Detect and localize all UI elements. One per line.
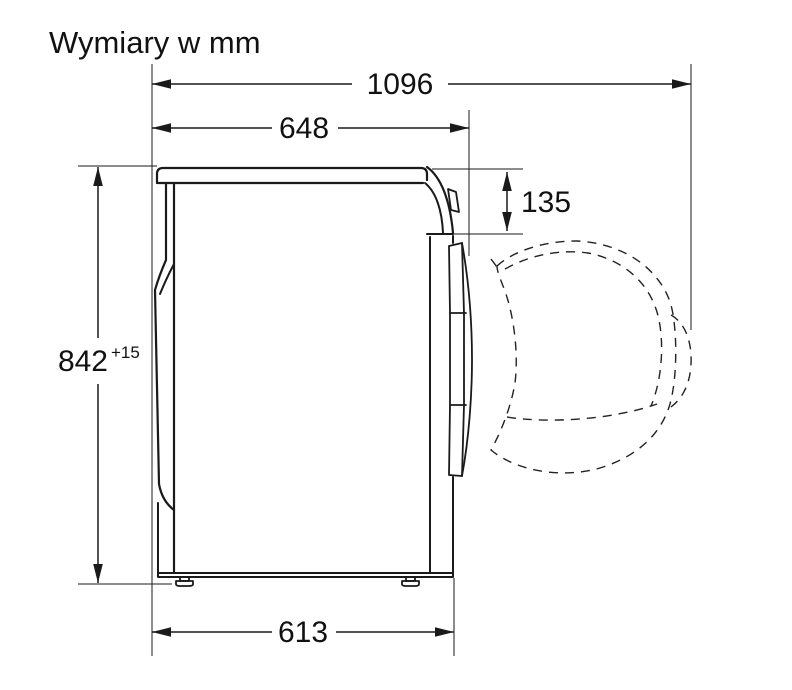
door-profile	[448, 242, 473, 477]
open-door-hinge-notch	[490, 258, 498, 268]
foot-left-base	[175, 580, 194, 587]
open-door-outer-rim	[490, 240, 677, 474]
arrow-842-top	[93, 167, 103, 186]
arrow-135-top	[502, 172, 512, 191]
arrow-1096-right	[672, 79, 691, 89]
appliance-rear-bulge-outer	[153, 181, 176, 512]
open-door-inner-edge-chord	[506, 403, 658, 421]
open-door-handle	[670, 314, 692, 408]
open-door-inner-rim	[504, 251, 663, 407]
foot-right-base	[401, 580, 420, 587]
fascia-handle	[447, 188, 460, 213]
door-bottom-section	[448, 404, 465, 477]
arrow-613-right	[435, 627, 454, 637]
dim-label-panel-height: 135	[521, 186, 571, 219]
dim-label-height: 842	[58, 345, 108, 378]
extension-lines	[78, 64, 692, 656]
arrow-648-left	[152, 123, 171, 133]
dimension-arrows	[93, 79, 691, 637]
dim-label-open-depth: 1096	[367, 68, 434, 101]
arrow-613-left	[152, 627, 171, 637]
door-top-section	[448, 242, 465, 314]
door-middle-section	[449, 312, 467, 406]
arrow-648-right	[450, 123, 469, 133]
page-title: Wymiary w mm	[49, 25, 261, 60]
open-door-dashed	[490, 240, 692, 474]
dim-label-height-tolerance: +15	[111, 343, 140, 362]
appliance-top-lid	[155, 166, 429, 185]
door-window-bulge	[461, 242, 473, 477]
fascia-inner-curve	[424, 182, 444, 234]
dimension-lines	[97, 83, 691, 633]
appliance-feet	[175, 576, 420, 587]
arrow-135-bottom	[502, 212, 512, 231]
appliance-drawing	[153, 165, 473, 587]
arrow-1096-left	[152, 79, 171, 89]
dim-label-total-depth: 648	[279, 112, 329, 145]
fascia-outer-curve	[425, 165, 455, 235]
appliance-base	[157, 572, 454, 578]
dim-label-body-depth: 613	[278, 616, 328, 649]
appliance-rear-bulge-inner-seam	[159, 263, 175, 295]
arrow-842-bottom	[93, 564, 103, 583]
